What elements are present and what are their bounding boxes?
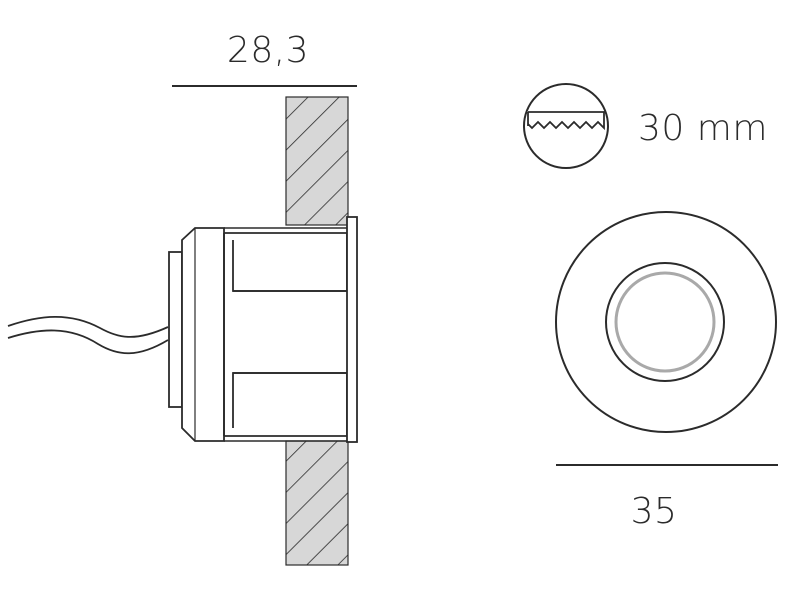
hole-saw-indicator: 30 mm [523, 83, 768, 169]
hole-size-label: 30 mm [638, 108, 768, 149]
wall-section [285, 96, 349, 566]
front-view: 35 [555, 211, 778, 532]
lens [614, 271, 716, 373]
cable [7, 315, 169, 355]
diameter-dimension-label: 35 [631, 491, 678, 532]
fixture-body [168, 216, 358, 443]
depth-dimension-label: 28,3 [227, 30, 309, 71]
hole-saw-icon [523, 83, 609, 169]
side-view: 28,3 [7, 30, 358, 566]
